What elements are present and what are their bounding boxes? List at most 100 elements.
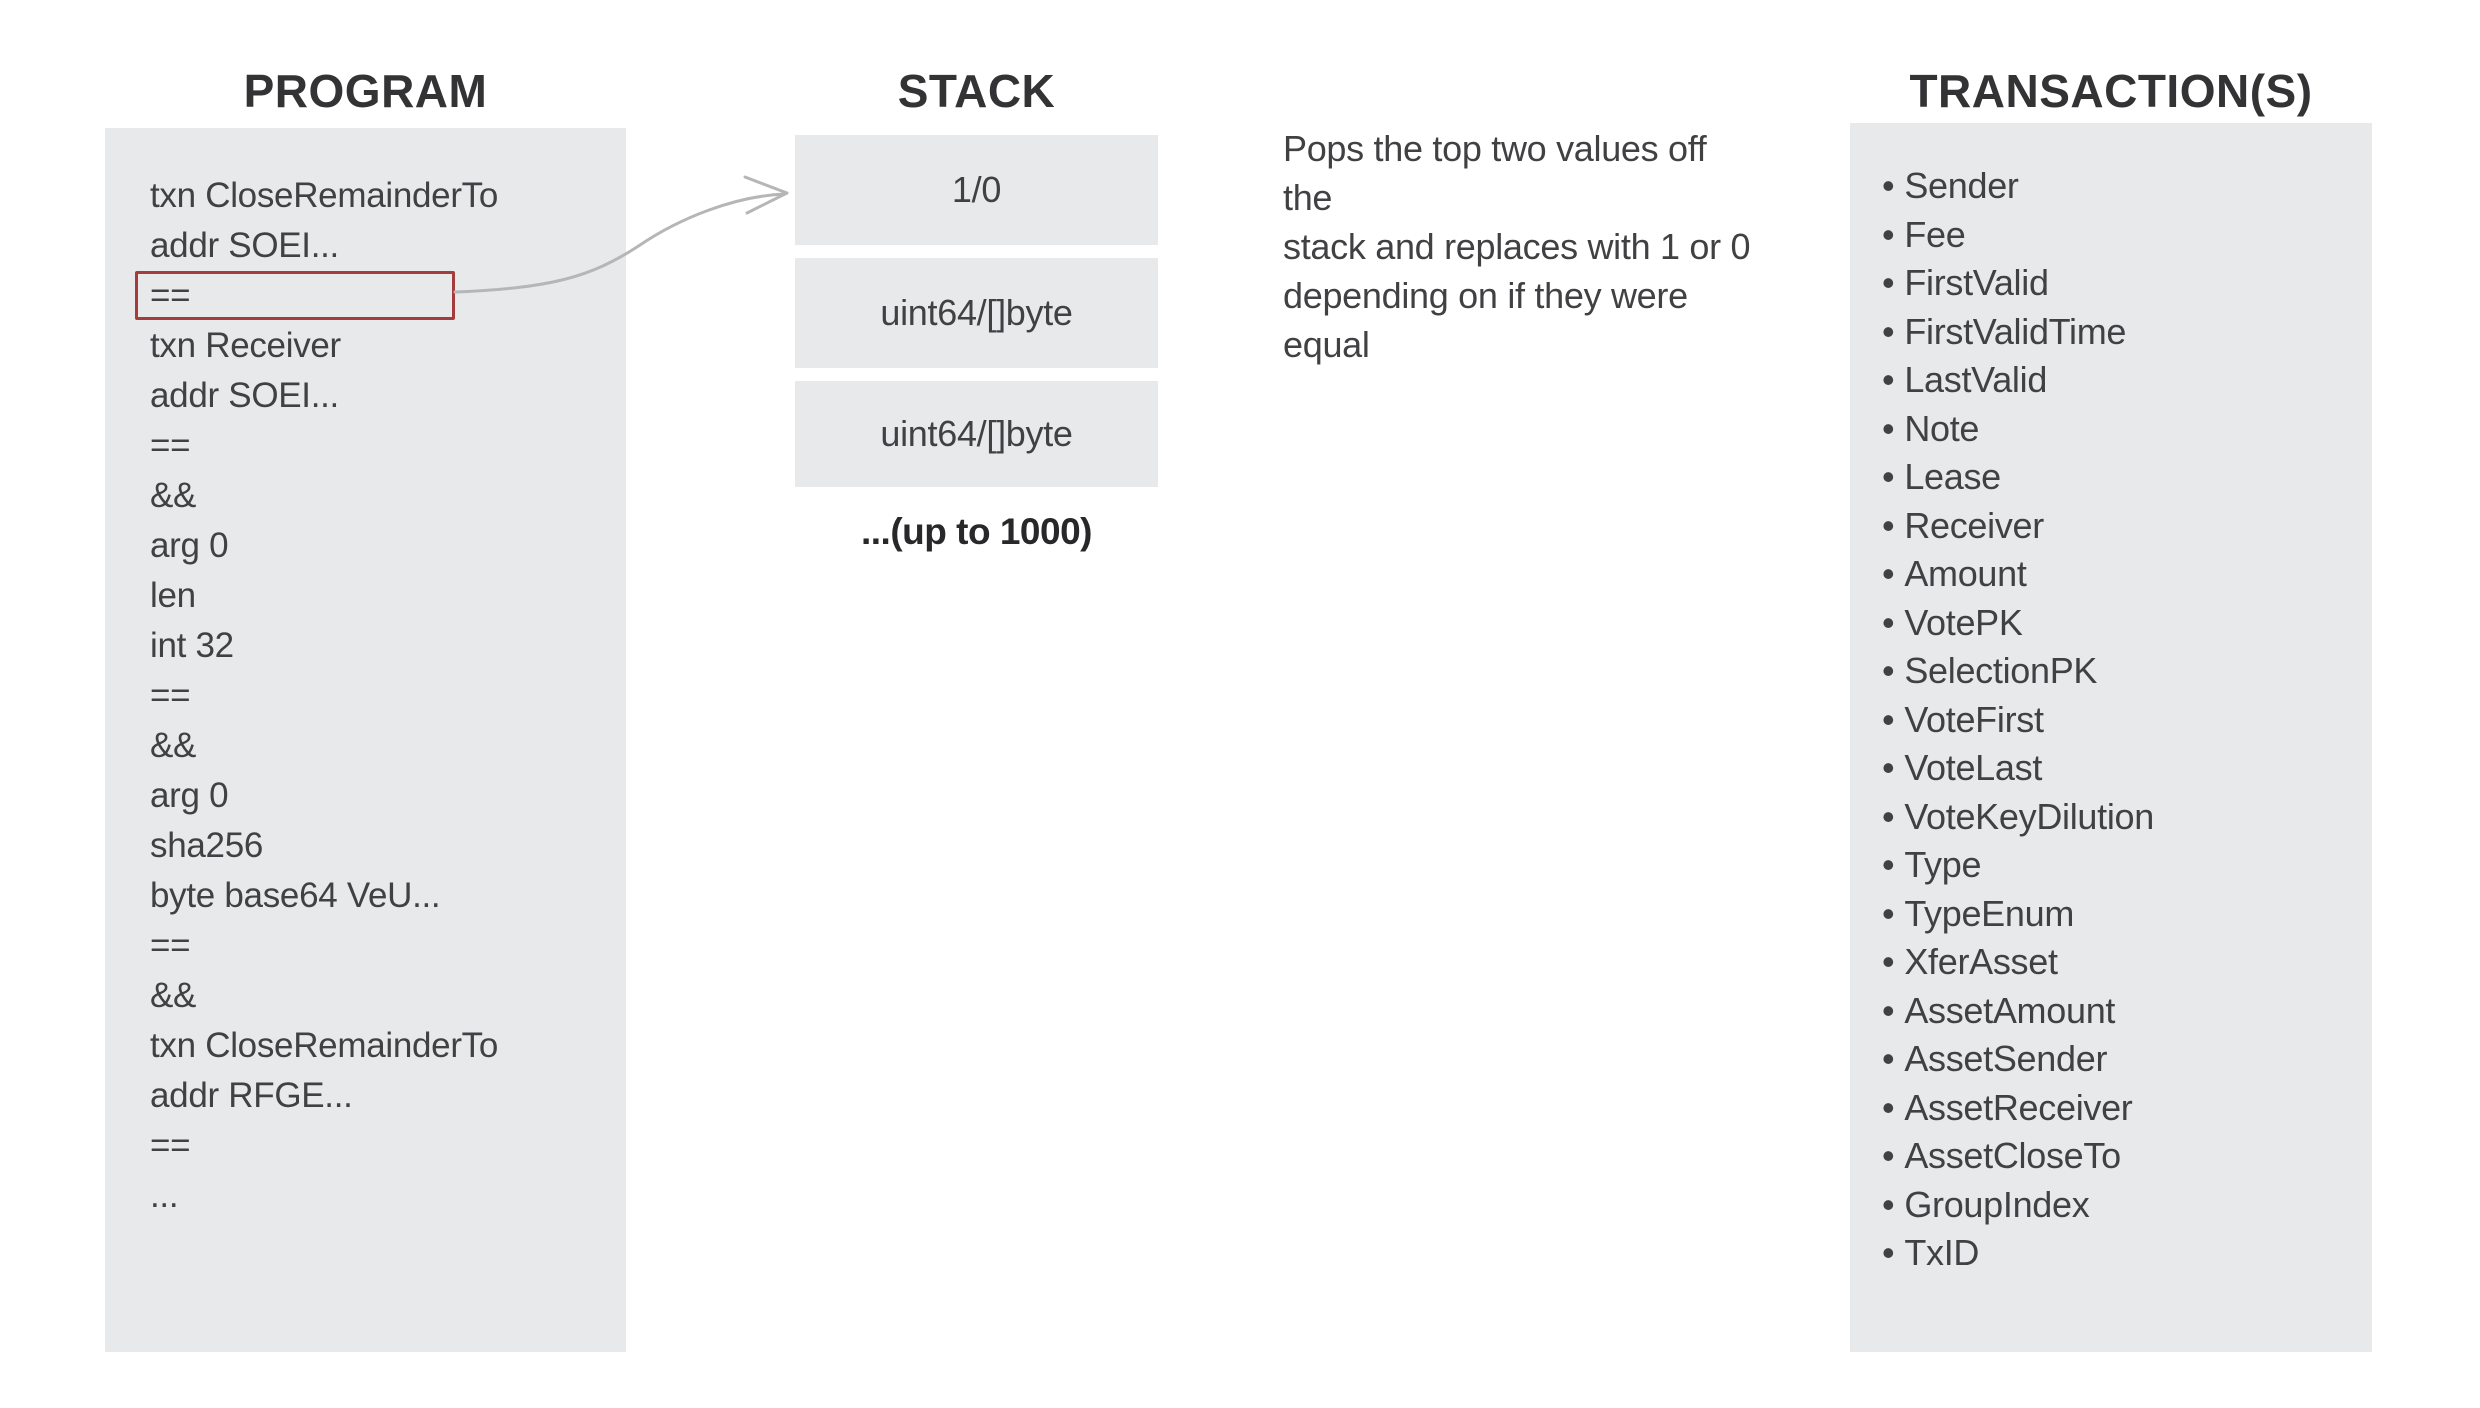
transaction-field-item: •Note	[1882, 405, 2372, 454]
transaction-field-label: AssetAmount	[1904, 989, 2116, 1031]
arrow-curve	[453, 192, 787, 294]
program-line: &&	[150, 726, 197, 765]
description-line: depending on if they were equal	[1283, 275, 1688, 365]
transaction-field-item: •FirstValid	[1882, 259, 2372, 308]
bullet-icon: •	[1882, 1038, 1895, 1079]
stack-slot: uint64/[]byte	[795, 258, 1158, 368]
transaction-field-item: •GroupIndex	[1882, 1181, 2372, 1230]
transaction-field-item: •Lease	[1882, 453, 2372, 502]
transaction-field-label: XferAsset	[1904, 941, 2058, 982]
curved-arrow-icon	[453, 175, 789, 294]
program-line: &&	[150, 476, 197, 515]
transaction-field-label: GroupIndex	[1904, 1183, 2090, 1225]
transaction-field-label: LastValid	[1904, 359, 2048, 400]
bullet-icon: •	[1882, 1183, 1895, 1225]
transaction-field-label: Receiver	[1904, 504, 2044, 546]
bullet-icon: •	[1882, 504, 1895, 546]
transaction-field-item: •TxID	[1882, 1229, 2372, 1278]
transaction-field-label: TypeEnum	[1904, 892, 2075, 934]
transactions-heading: TRANSACTION(S)	[1909, 65, 2313, 117]
bullet-icon: •	[1882, 747, 1895, 788]
transaction-field-label: TxID	[1904, 1232, 1980, 1273]
transaction-field-label: FirstValid	[1904, 262, 2049, 303]
transaction-field-item: •Amount	[1882, 550, 2372, 599]
bullet-icon: •	[1882, 844, 1895, 885]
transaction-field-label: VoteFirst	[1904, 698, 2044, 740]
bullet-icon: •	[1882, 359, 1895, 400]
transaction-field-label: Fee	[1904, 213, 1966, 255]
transaction-field-item: •AssetAmount	[1882, 987, 2372, 1036]
transaction-field-item: •FirstValidTime	[1882, 308, 2372, 357]
stack-slot: 1/0	[795, 135, 1158, 245]
stack-panel: 1/0 uint64/[]byte uint64/[]byte	[795, 135, 1158, 500]
program-line: ==	[150, 926, 191, 965]
program-line: ==	[150, 426, 191, 465]
bullet-icon: •	[1882, 795, 1895, 837]
transaction-field-label: Note	[1904, 407, 1980, 449]
transaction-field-item: •Receiver	[1882, 502, 2372, 551]
program-line: ==	[135, 271, 626, 321]
program-heading: PROGRAM	[243, 65, 488, 117]
bullet-icon: •	[1882, 650, 1895, 691]
bullet-icon: •	[1882, 262, 1895, 303]
bullet-icon: •	[1882, 698, 1895, 740]
transaction-field-label: AssetCloseTo	[1904, 1135, 2121, 1176]
program-line: arg 0	[150, 776, 229, 815]
bullet-icon: •	[1882, 1135, 1895, 1176]
stack-capacity-note: ...(up to 1000)	[861, 511, 1092, 552]
program-line: txn CloseRemainderTo	[150, 176, 499, 215]
transaction-field-item: •Sender	[1882, 162, 2372, 211]
transaction-field-label: SelectionPK	[1904, 650, 2098, 691]
description-line: stack and replaces with 1 or 0	[1283, 226, 1751, 267]
description-line: Pops the top two values off the	[1283, 128, 1707, 218]
program-line: addr SOEI...	[150, 226, 339, 265]
transaction-field-item: •VoteKeyDilution	[1882, 793, 2372, 842]
transaction-field-label: VoteKeyDilution	[1904, 795, 2154, 837]
transaction-field-label: Lease	[1904, 456, 2001, 497]
stack-heading: STACK	[897, 65, 1056, 117]
transaction-field-item: •Fee	[1882, 211, 2372, 260]
bullet-icon: •	[1882, 941, 1895, 982]
program-panel: txn CloseRemainderTo addr SOEI... == txn…	[105, 128, 626, 1352]
bullet-icon: •	[1882, 553, 1895, 594]
transaction-field-item: •VoteLast	[1882, 744, 2372, 793]
program-line: arg 0	[150, 526, 229, 565]
bullet-icon: •	[1882, 1232, 1895, 1273]
program-line: byte base64 VeU...	[150, 876, 441, 915]
program-line: txn Receiver	[150, 326, 341, 365]
program-line: txn CloseRemainderTo	[150, 1026, 499, 1065]
transaction-field-item: •TypeEnum	[1882, 890, 2372, 939]
transaction-field-label: Sender	[1904, 165, 2019, 206]
bullet-icon: •	[1882, 892, 1895, 934]
bullet-icon: •	[1882, 407, 1895, 449]
transaction-field-label: FirstValidTime	[1904, 310, 2127, 352]
program-line: ==	[150, 1126, 191, 1165]
opcode-description: Pops the top two values off the stack an…	[1283, 124, 1763, 369]
bullet-icon: •	[1882, 310, 1895, 352]
bullet-icon: •	[1882, 165, 1895, 206]
bullet-icon: •	[1882, 601, 1895, 643]
arrow-head	[743, 175, 789, 215]
transaction-field-item: •SelectionPK	[1882, 647, 2372, 696]
transactions-panel: •Sender •Fee •FirstValid •FirstValidTime…	[1850, 123, 2372, 1352]
program-line: &&	[150, 976, 197, 1015]
transaction-field-item: •VotePK	[1882, 599, 2372, 648]
transaction-field-item: •AssetCloseTo	[1882, 1132, 2372, 1181]
bullet-icon: •	[1882, 1086, 1895, 1128]
program-line: ...	[150, 1176, 179, 1215]
transaction-field-item: •XferAsset	[1882, 938, 2372, 987]
transaction-field-label: Amount	[1904, 553, 2027, 594]
program-line: sha256	[150, 826, 264, 865]
transaction-field-item: •LastValid	[1882, 356, 2372, 405]
transaction-field-item: •AssetReceiver	[1882, 1084, 2372, 1133]
transaction-field-item: •AssetSender	[1882, 1035, 2372, 1084]
transaction-field-label: VoteLast	[1904, 747, 2043, 788]
transaction-field-label: VotePK	[1904, 601, 2023, 643]
program-line: addr RFGE...	[150, 1076, 353, 1115]
bullet-icon: •	[1882, 456, 1895, 497]
program-line: len	[150, 576, 196, 615]
stack-slot: uint64/[]byte	[795, 381, 1158, 487]
transaction-field-label: Type	[1904, 844, 1982, 885]
transaction-field-label: AssetSender	[1904, 1038, 2108, 1079]
